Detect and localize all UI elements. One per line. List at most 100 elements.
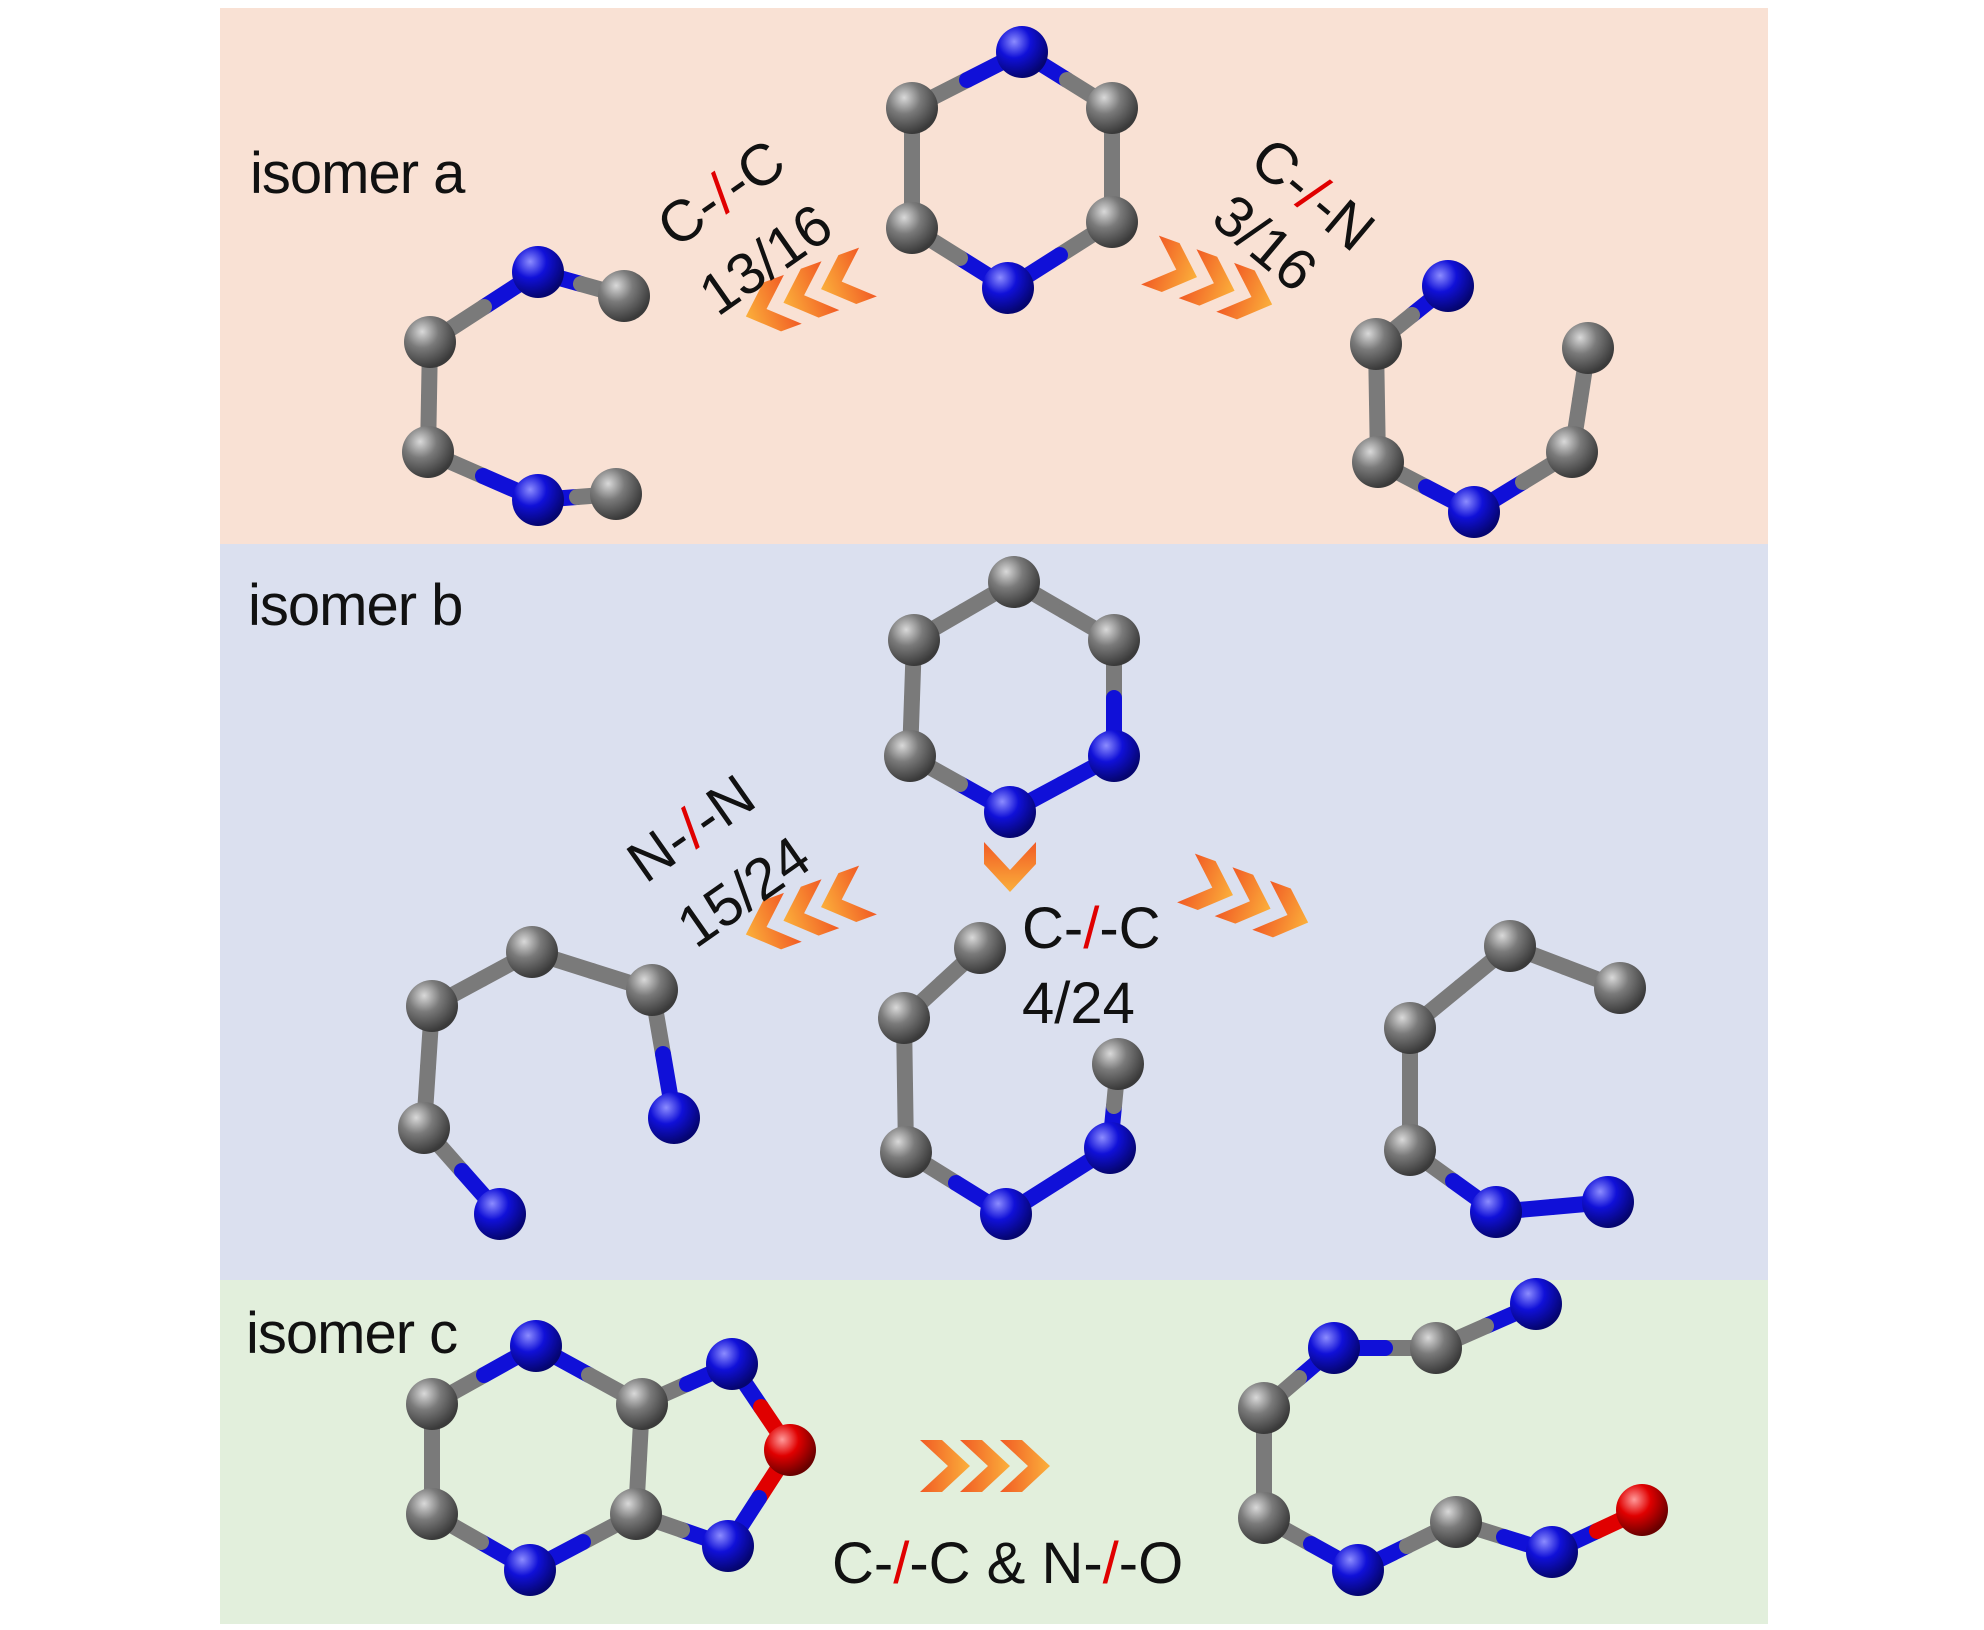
chevron-icon <box>1177 853 1233 910</box>
atom-c <box>404 316 456 368</box>
atom-o <box>764 1424 816 1476</box>
atom-c <box>406 1378 458 1430</box>
bond-atom-1: C- <box>1022 896 1084 961</box>
atom-c <box>626 964 678 1016</box>
atom-n <box>648 1092 700 1144</box>
atom-c <box>616 1378 668 1430</box>
chevron-icon <box>821 247 877 304</box>
atom-c <box>1350 318 1402 370</box>
reaction-b-mid-ratio: 4/24 <box>1022 971 1135 1036</box>
atom-n <box>1582 1176 1634 1228</box>
atom-c <box>1086 82 1138 134</box>
atom-n <box>1470 1186 1522 1238</box>
atom-c <box>954 922 1006 974</box>
isomer-a-ring-bonds <box>904 44 1120 296</box>
atom-n <box>980 1188 1032 1240</box>
atom-c <box>1384 1124 1436 1176</box>
atom-n <box>996 26 1048 78</box>
atom-n <box>512 246 564 298</box>
atom-n <box>1526 1526 1578 1578</box>
isomer-b-right-product-bonds <box>1402 938 1628 1220</box>
isomer-a-left-product-bonds <box>420 264 632 508</box>
atom-c <box>1410 1322 1462 1374</box>
panel-isomer-b <box>220 544 1768 1280</box>
chevron-icon <box>783 261 840 318</box>
atom-c <box>880 1126 932 1178</box>
chevron-icon <box>1000 1440 1050 1492</box>
bond-atom-2: -C <box>1099 896 1161 961</box>
reaction-arrow-a-right <box>1141 235 1273 320</box>
reaction-arrow-b-down <box>984 842 1036 892</box>
atom-n <box>1332 1544 1384 1596</box>
chevron-icon <box>1141 235 1197 292</box>
chevron-icon <box>920 1440 970 1492</box>
atom-n <box>984 786 1036 838</box>
chevron-icon <box>745 892 802 950</box>
chevron-icon <box>1252 880 1309 938</box>
atom-c <box>402 426 454 478</box>
atom-c <box>886 202 938 254</box>
atom-c <box>398 1102 450 1154</box>
atom-c <box>1238 1382 1290 1434</box>
atom-c <box>886 82 938 134</box>
chevron-icon <box>960 1440 1010 1492</box>
chevron-icon <box>783 879 840 936</box>
isomer-c-product-atoms <box>1238 1278 1668 1596</box>
atom-n <box>1084 1122 1136 1174</box>
atom-n <box>702 1520 754 1572</box>
atom-c <box>888 614 940 666</box>
atom-c <box>878 992 930 1044</box>
reaction-b-mid-bond: C-/-C <box>1022 900 1161 958</box>
broken-bond-mark-1: / <box>893 1531 910 1596</box>
atom-c <box>406 1488 458 1540</box>
atom-c <box>506 926 558 978</box>
isomer-b-label: isomer b <box>248 573 463 638</box>
isomer-a-label: isomer a <box>250 141 465 206</box>
atom-c <box>1384 1002 1436 1054</box>
reaction-c-bond: C-/-C & N-/-O <box>832 1535 1183 1593</box>
atom-c <box>1546 426 1598 478</box>
atom-n <box>1308 1322 1360 1374</box>
isomer-a-right-product-bonds <box>1368 278 1596 520</box>
atom-c <box>1430 1496 1482 1548</box>
reaction-arrow-b-left <box>745 865 877 950</box>
chevron-icon <box>1216 262 1273 320</box>
atom-c <box>1352 436 1404 488</box>
reaction-arrow-c <box>920 1440 1050 1492</box>
atom-c <box>1088 614 1140 666</box>
chevron-icon <box>1214 867 1271 924</box>
chevron-icon <box>745 274 802 332</box>
atom-c <box>1562 322 1614 374</box>
atom-n <box>1510 1278 1562 1330</box>
atom-n <box>982 262 1034 314</box>
reaction-arrow-a-left <box>745 247 877 332</box>
atom-c <box>1594 962 1646 1014</box>
atom-c <box>884 730 936 782</box>
atom-c <box>590 468 642 520</box>
atom-c <box>610 1488 662 1540</box>
atom-n <box>510 1320 562 1372</box>
isomer-b-ring-atoms <box>884 556 1140 838</box>
isomer-a-right-product-atoms <box>1350 260 1614 538</box>
isomer-b-right-product-atoms <box>1384 920 1646 1238</box>
atom-o <box>1616 1484 1668 1536</box>
atom-c <box>1092 1038 1144 1090</box>
atom-c <box>988 556 1040 608</box>
atom-c <box>406 980 458 1032</box>
atom-n <box>706 1338 758 1390</box>
atom-n <box>474 1188 526 1240</box>
atom-c <box>598 270 650 322</box>
bond-atom-2: -O <box>1118 1531 1184 1596</box>
atom-n <box>504 1544 556 1596</box>
chevron-icon <box>821 865 877 922</box>
bond-atom-1: C- <box>832 1531 894 1596</box>
isomer-b-mid-product-atoms <box>878 922 1144 1240</box>
broken-bond-mark: / <box>1083 896 1100 961</box>
bond-middle-text: -C & N- <box>909 1531 1103 1596</box>
atom-c <box>1086 196 1138 248</box>
atom-c <box>1484 920 1536 972</box>
atom-n <box>1422 260 1474 312</box>
isomer-a-left-product-atoms <box>402 246 650 526</box>
atom-n <box>512 474 564 526</box>
